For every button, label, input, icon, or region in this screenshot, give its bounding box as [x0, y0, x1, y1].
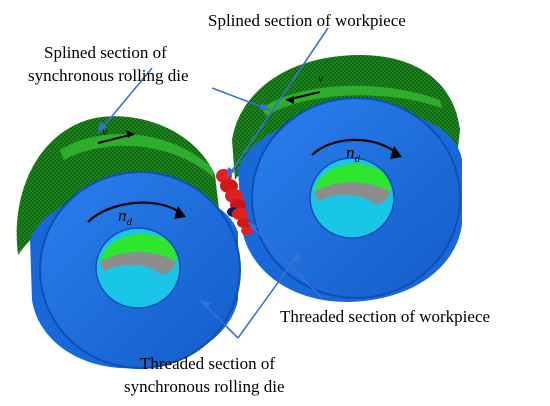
left-rotation-arrowhead	[174, 206, 186, 219]
leader-lines	[97, 27, 329, 339]
right-die-bore-inner	[314, 164, 391, 192]
left-rolling-die	[16, 116, 241, 369]
left-die-spline-band	[60, 133, 214, 178]
left-die-bore-rim	[95, 227, 181, 309]
workpiece	[216, 169, 253, 235]
label-threaded-die-line2: synchronous rolling die	[124, 377, 285, 396]
right-speed-symbol: nd	[346, 143, 361, 165]
left-rotation-arrow	[87, 201, 183, 223]
leader-threaded-workpiece	[247, 221, 323, 299]
label-splined-workpiece: Splined section of workpiece	[208, 11, 406, 30]
label-splined-die-line1: Splined section of	[44, 43, 167, 62]
leader-arrowheads	[98, 103, 300, 309]
left-tangent-arrowhead	[126, 130, 134, 138]
right-die-bore-rim	[309, 157, 395, 239]
right-die-face-rim	[251, 97, 461, 299]
right-rotation-arrow	[311, 138, 399, 156]
left-die-bore-inner	[100, 234, 177, 262]
right-die-spline-band	[262, 85, 442, 116]
label-threaded-workpiece: Threaded section of workpiece	[280, 307, 490, 326]
right-tangent-arrowhead	[286, 96, 294, 104]
left-die-face-rim	[39, 171, 241, 369]
right-rolling-die	[232, 55, 462, 303]
right-die-bore-shade	[314, 182, 390, 205]
leader-splined-die-left	[97, 67, 153, 134]
left-tangent-symbol: v	[102, 124, 108, 138]
right-rotation-arrowhead	[390, 146, 402, 159]
label-splined-die-line2: synchronous rolling die	[28, 66, 189, 85]
left-die-bore-shade	[100, 252, 176, 275]
label-threaded-die-line1: Threaded section of	[140, 354, 275, 373]
leader-threaded-die-right	[237, 251, 301, 339]
left-speed-symbol: nd	[118, 206, 133, 228]
leader-splined-workpiece	[226, 27, 329, 179]
right-tangent-symbol: v	[318, 71, 324, 85]
leader-splined-die-right	[211, 87, 271, 111]
